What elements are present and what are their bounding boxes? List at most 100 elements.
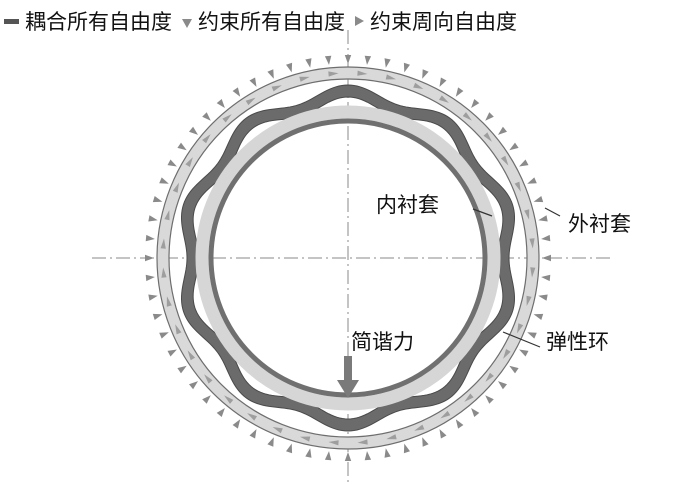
legend-constrain-all-label: 约束所有自由度 — [198, 10, 345, 34]
constraint-triangle — [249, 77, 257, 87]
legend: 耦合所有自由度 约束所有自由度 约束周向自由度 — [4, 6, 696, 36]
force-arrow-shaft — [344, 356, 352, 380]
triangle-right-icon — [355, 16, 364, 26]
constraint-triangle — [267, 437, 274, 447]
constraint-triangle — [364, 55, 372, 65]
constraint-triangle — [145, 254, 154, 262]
constraint-triangle — [159, 332, 169, 339]
hoop-constraint-markers — [160, 70, 536, 446]
constraint-triangle — [216, 408, 225, 417]
hoop-constraint-triangle — [299, 76, 310, 82]
hoop-constraint-triangle — [185, 157, 193, 167]
harmonic-force-label: 简谐力 — [351, 330, 414, 354]
constraint-triangle — [471, 99, 480, 108]
hoop-constraint-triangle — [414, 424, 425, 431]
constraint-triangle — [422, 69, 429, 79]
elastic-ring-label: 弹性环 — [546, 330, 609, 354]
hoop-constraint-triangle — [500, 155, 509, 166]
triangle-down-icon — [182, 18, 192, 28]
constraint-triangle — [533, 313, 544, 320]
constraint-triangle — [541, 234, 551, 242]
hoop-constraint-triangle — [187, 350, 196, 361]
hoop-constraint-triangle — [385, 74, 396, 80]
constraint-triangle — [286, 62, 293, 73]
constraint-triangle — [177, 365, 187, 374]
constraint-triangle — [498, 126, 507, 135]
constraint-triangle — [485, 112, 494, 121]
constraint-triangle — [249, 429, 257, 439]
constraint-triangle — [232, 87, 241, 97]
hoop-constraint-triangle — [204, 374, 213, 384]
constraint-triangle — [324, 451, 332, 461]
hoop-constraint-triangle — [272, 427, 283, 434]
constraint-triangle — [439, 429, 447, 439]
constraint-triangle — [177, 142, 187, 151]
constraint-triangle — [455, 87, 464, 97]
hoop-constraint-triangle — [386, 434, 397, 440]
constraint-triangle — [533, 196, 544, 203]
constraint-triangle — [202, 395, 211, 404]
constraint-triangle — [148, 215, 158, 222]
constraint-triangle — [159, 177, 169, 184]
outer-liner — [157, 67, 539, 449]
hoop-constraint-triangle — [524, 209, 530, 220]
constraint-triangle — [509, 142, 519, 151]
outer-liner-label: 外衬套 — [568, 212, 631, 236]
hoop-constraint-triangle — [530, 267, 536, 278]
constraint-triangle — [305, 448, 312, 458]
constraint-triangle — [455, 419, 464, 429]
constraint-triangle — [538, 215, 548, 222]
hoop-constraint-triangle — [172, 182, 179, 193]
legend-constrain-hoop-label: 约束周向自由度 — [370, 10, 517, 34]
constraint-triangle — [509, 365, 519, 374]
constraint-triangle — [145, 234, 155, 242]
hoop-constraint-triangle — [485, 372, 494, 382]
hoop-constraint-triangle — [222, 114, 232, 123]
hoop-constraint-triangle — [166, 296, 172, 307]
hoop-constraint-triangle — [224, 395, 234, 404]
hoop-constraint-triangle — [245, 97, 256, 106]
constraint-triangle — [286, 443, 293, 454]
constraint-triangle — [189, 126, 198, 135]
legend-constrain-all: 约束所有自由度 — [182, 6, 345, 36]
outer-liner-leader — [544, 207, 561, 217]
constraint-triangle — [541, 274, 551, 282]
constraint-triangle — [439, 77, 447, 87]
constraint-triangle — [344, 55, 352, 64]
constraint-triangle — [152, 196, 163, 203]
constraint-triangle — [167, 159, 177, 167]
hoop-constraint-triangle — [328, 440, 339, 446]
constraint-triangle — [145, 274, 155, 282]
hoop-constraint-triangle — [526, 295, 532, 306]
outer-constraint-markers — [145, 55, 551, 461]
hoop-constraint-triangle — [202, 134, 211, 144]
hoop-constraint-triangle — [440, 410, 451, 419]
constraint-triangle — [519, 349, 529, 357]
hoop-constraint-triangle — [439, 95, 449, 103]
hoop-constraint-triangle — [271, 85, 282, 92]
constraint-triangle — [324, 55, 332, 65]
legend-coupled: 耦合所有自由度 — [4, 6, 172, 36]
constraint-triangle — [148, 294, 158, 301]
constraint-triangle — [498, 381, 507, 390]
hoop-constraint-triangle — [464, 393, 474, 402]
constraint-triangle — [403, 443, 410, 454]
constraint-triangle — [202, 112, 211, 121]
hoop-constraint-triangle — [160, 238, 166, 249]
hoop-constraint-triangle — [514, 181, 521, 192]
constraint-triangle — [538, 294, 548, 301]
constraint-triangle — [542, 254, 551, 262]
constraint-triangle — [152, 313, 163, 320]
hoop-constraint-triangle — [503, 349, 511, 359]
constraint-triangle — [471, 408, 480, 417]
constraint-triangle — [364, 451, 372, 461]
constraint-triangle — [305, 58, 312, 68]
hoop-constraint-triangle — [462, 112, 472, 121]
harmonic-force-arrow — [337, 356, 359, 398]
force-arrow-head — [337, 380, 359, 398]
constraint-triangle — [422, 437, 429, 447]
hoop-constraint-triangle — [247, 413, 257, 421]
constraint-triangle — [527, 177, 537, 184]
leader-lines — [472, 207, 561, 348]
